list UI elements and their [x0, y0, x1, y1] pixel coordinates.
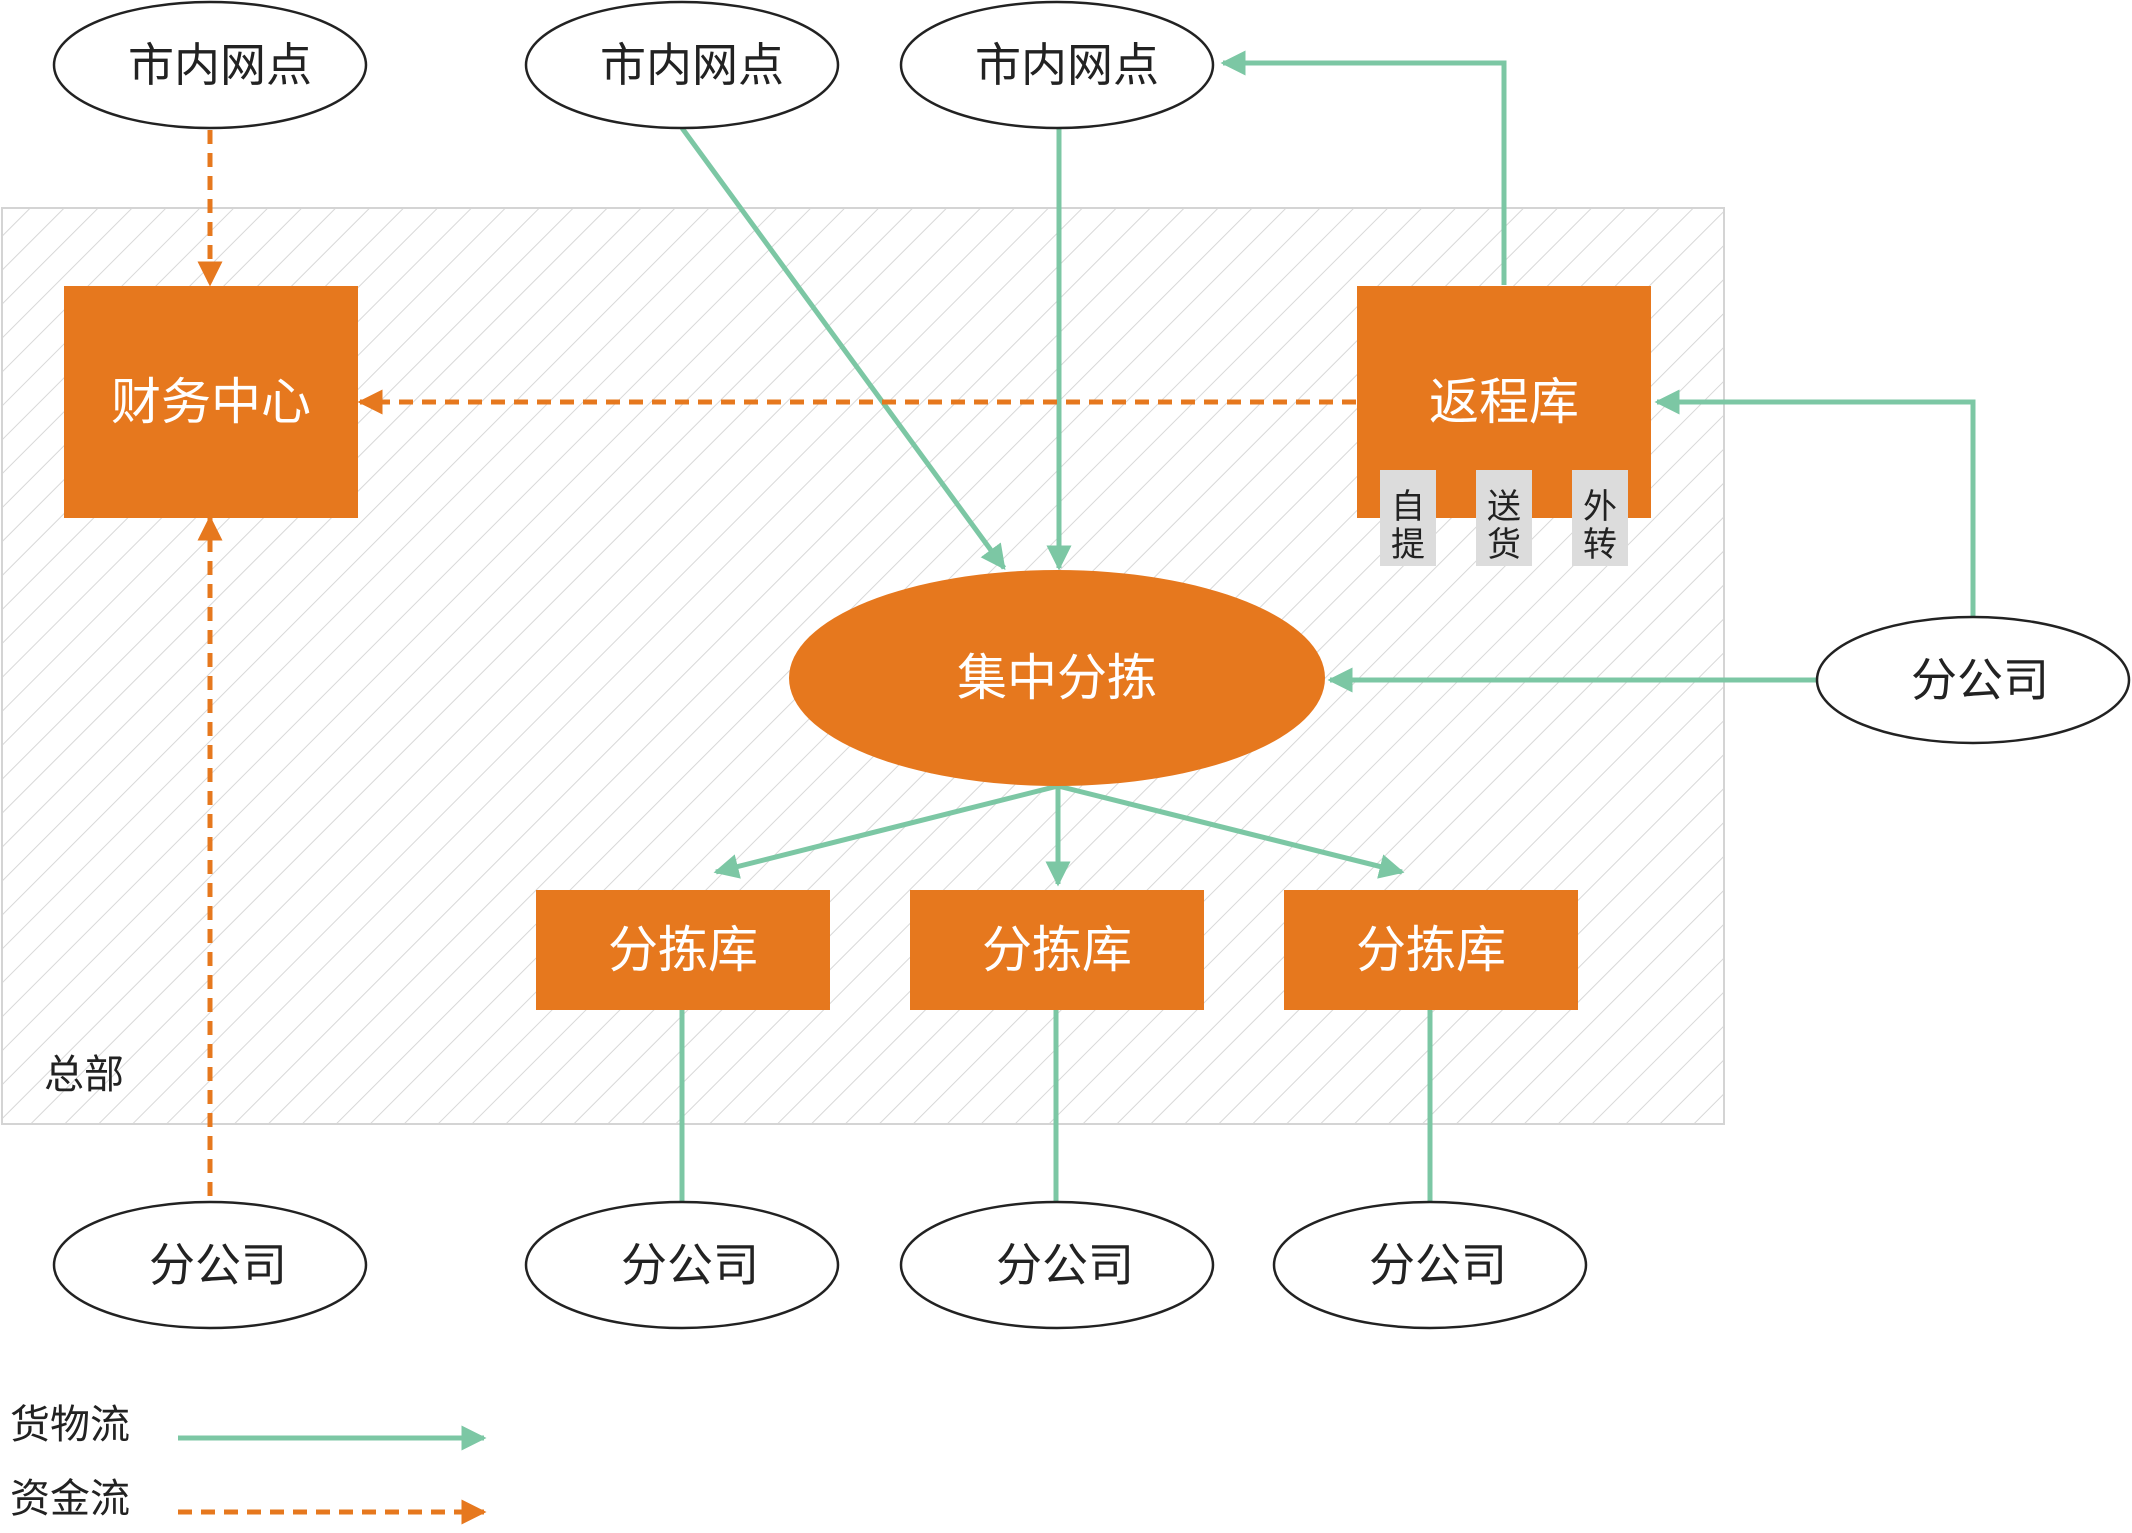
sorting-warehouse-2-label: 分拣库 — [982, 921, 1132, 979]
branch-bottom-3-label: 分公司 — [996, 1238, 1134, 1292]
city-outlet-1: 市内网点 — [52, 0, 368, 130]
city-outlet-2-label: 市内网点 — [600, 38, 784, 92]
city-outlet-1-label: 市内网点 — [128, 38, 312, 92]
return-option-delivery: 送货 — [1476, 470, 1532, 566]
sorting-warehouse-1-label: 分拣库 — [608, 921, 758, 979]
branch-right-label: 分公司 — [1911, 653, 2049, 707]
finance-center-label: 财务中心 — [111, 373, 311, 431]
return-option-transfer-label: 外转 — [1583, 487, 1617, 565]
return-option-delivery-label: 送货 — [1487, 487, 1521, 565]
return-warehouse: 返程库 自提 送货 外转 — [1357, 286, 1651, 566]
branch-bottom-4-label: 分公司 — [1369, 1238, 1507, 1292]
branch-bottom-1-label: 分公司 — [149, 1238, 287, 1292]
branch-bottom-4: 分公司 — [1272, 1200, 1588, 1330]
city-outlet-2: 市内网点 — [524, 0, 840, 130]
sorting-warehouse-1: 分拣库 — [536, 890, 830, 1010]
legend: 货物流 资金流 — [10, 1402, 487, 1525]
return-warehouse-label: 返程库 — [1429, 373, 1579, 431]
sorting-warehouse-2: 分拣库 — [910, 890, 1204, 1010]
branch-bottom-3: 分公司 — [899, 1200, 1215, 1330]
sorting-warehouse-3: 分拣库 — [1284, 890, 1578, 1010]
return-option-transfer: 外转 — [1572, 470, 1628, 566]
central-sorting: 集中分拣 — [789, 570, 1325, 786]
goods-arrow-outlet2-to-sorting — [679, 126, 1007, 571]
headquarters-label: 总部 — [44, 1052, 124, 1098]
legend-money-flow-label: 资金流 — [10, 1476, 130, 1522]
goods-arrow-sorting-to-wh1 — [713, 783, 1059, 879]
branch-bottom-2: 分公司 — [524, 1200, 840, 1330]
goods-arrow-return-to-outlet3 — [1220, 50, 1507, 285]
city-outlet-3: 市内网点 — [899, 0, 1215, 130]
finance-center: 财务中心 — [64, 286, 358, 518]
goods-flow-connectors — [679, 50, 1976, 1202]
money-flow-connectors — [197, 130, 1356, 1196]
return-option-self-pickup-label: 自提 — [1391, 487, 1425, 565]
goods-arrow-sorting-to-wh3 — [1057, 783, 1405, 879]
return-option-self-pickup: 自提 — [1380, 470, 1436, 566]
sorting-warehouse-3-label: 分拣库 — [1356, 921, 1506, 979]
branch-right: 分公司 — [1815, 615, 2131, 745]
central-sorting-label: 集中分拣 — [957, 649, 1157, 707]
city-outlet-3-label: 市内网点 — [975, 38, 1159, 92]
legend-goods-flow-label: 货物流 — [10, 1402, 130, 1448]
goods-arrow-branch-to-return — [1654, 389, 1976, 617]
branch-bottom-1: 分公司 — [52, 1200, 368, 1330]
branch-bottom-2-label: 分公司 — [621, 1238, 759, 1292]
